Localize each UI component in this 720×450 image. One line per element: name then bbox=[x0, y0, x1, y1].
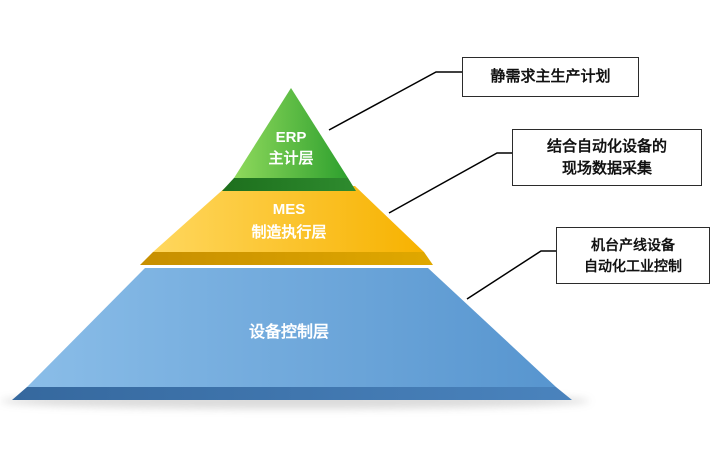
callout-mes-line1: 结合自动化设备的 bbox=[546, 137, 667, 155]
device-layer-edge bbox=[12, 387, 572, 400]
mes-label-line2: 制造执行层 bbox=[251, 223, 326, 241]
callout-erp-text: 静需求主生产计划 bbox=[490, 68, 611, 86]
connector-line-mes bbox=[388, 152, 512, 214]
callout-mes-line2: 现场数据采集 bbox=[561, 159, 652, 177]
erp-layer-shape bbox=[234, 88, 348, 178]
device-layer-shape bbox=[27, 268, 556, 387]
erp-label-line2: 主计层 bbox=[268, 149, 313, 167]
callout-device: 机台产线设备 自动化工业控制 bbox=[556, 227, 710, 284]
callout-erp: 静需求主生产计划 bbox=[462, 57, 639, 97]
callout-device-line1: 机台产线设备 bbox=[591, 237, 675, 254]
callout-mes: 结合自动化设备的 现场数据采集 bbox=[512, 129, 702, 186]
erp-label-line1: ERP bbox=[276, 129, 307, 146]
device-label: 设备控制层 bbox=[249, 322, 329, 341]
mes-layer-shape bbox=[153, 186, 424, 252]
mes-label-line1: MES bbox=[273, 201, 306, 218]
callout-device-line2: 自动化工业控制 bbox=[584, 257, 682, 274]
mes-layer-edge bbox=[140, 252, 433, 265]
connector-line-device bbox=[466, 250, 557, 300]
erp-layer-edge bbox=[222, 178, 356, 191]
connector-line-erp bbox=[328, 71, 462, 131]
